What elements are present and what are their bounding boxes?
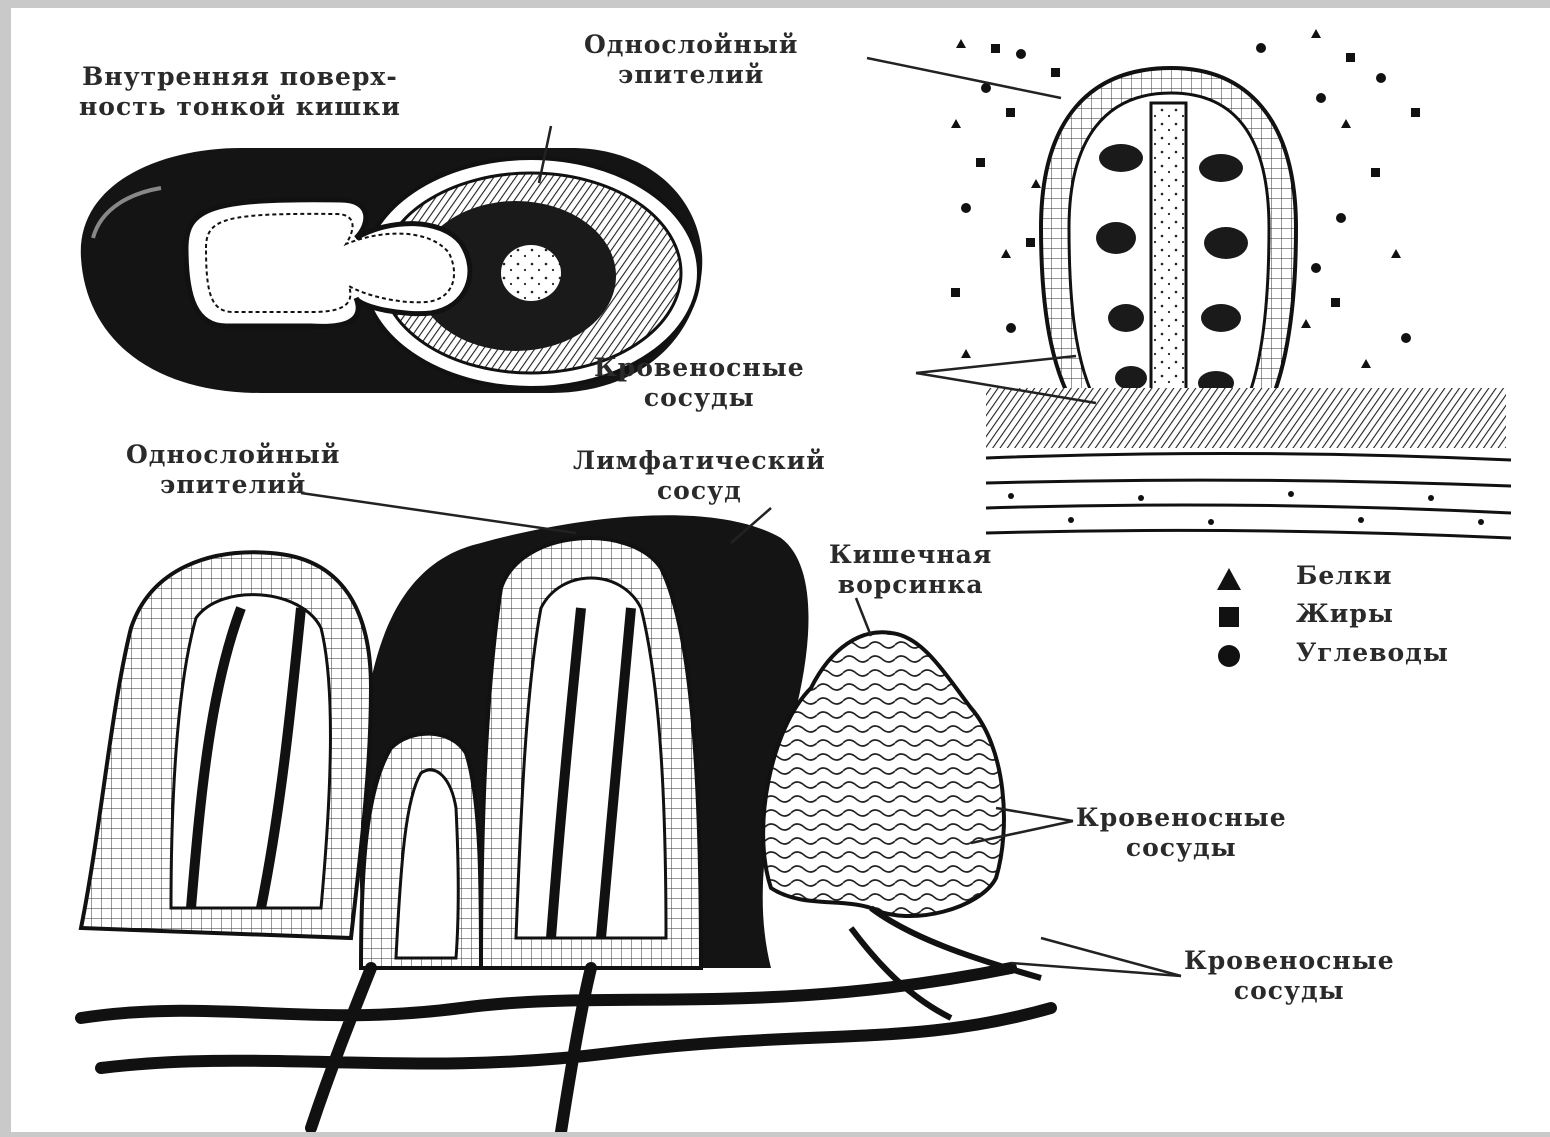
label-blood-vessels-bottom: Кровеносные сосуды (1184, 946, 1395, 1006)
circle-icon (1216, 643, 1242, 669)
label-inner-surface: Внутренняя поверх- ность тонкой кишки (79, 62, 401, 122)
villi-cluster (81, 515, 1051, 1132)
square-icon (1216, 604, 1242, 630)
label-epithelium-bottom: Однослойный эпителий (126, 440, 340, 500)
label-lymphatic-vessel: Лимфатический сосуд (573, 446, 826, 506)
diagram-canvas: Внутренняя поверх- ность тонкой кишки Од… (11, 8, 1550, 1132)
label-blood-vessels-mid: Кровеносные сосуды (1076, 803, 1287, 863)
label-intestinal-villus: Кишечная ворсинка (829, 540, 992, 600)
triangle-icon (1216, 566, 1242, 592)
legend-label: Углеводы (1296, 637, 1449, 669)
label-blood-vessels-top: Кровеносные сосуды (594, 353, 805, 413)
label-epithelium-top: Однослойный эпителий (584, 30, 798, 90)
villus-diagram (951, 29, 1511, 538)
legend-label: Жиры (1296, 598, 1394, 630)
legend-label: Белки (1296, 560, 1393, 592)
